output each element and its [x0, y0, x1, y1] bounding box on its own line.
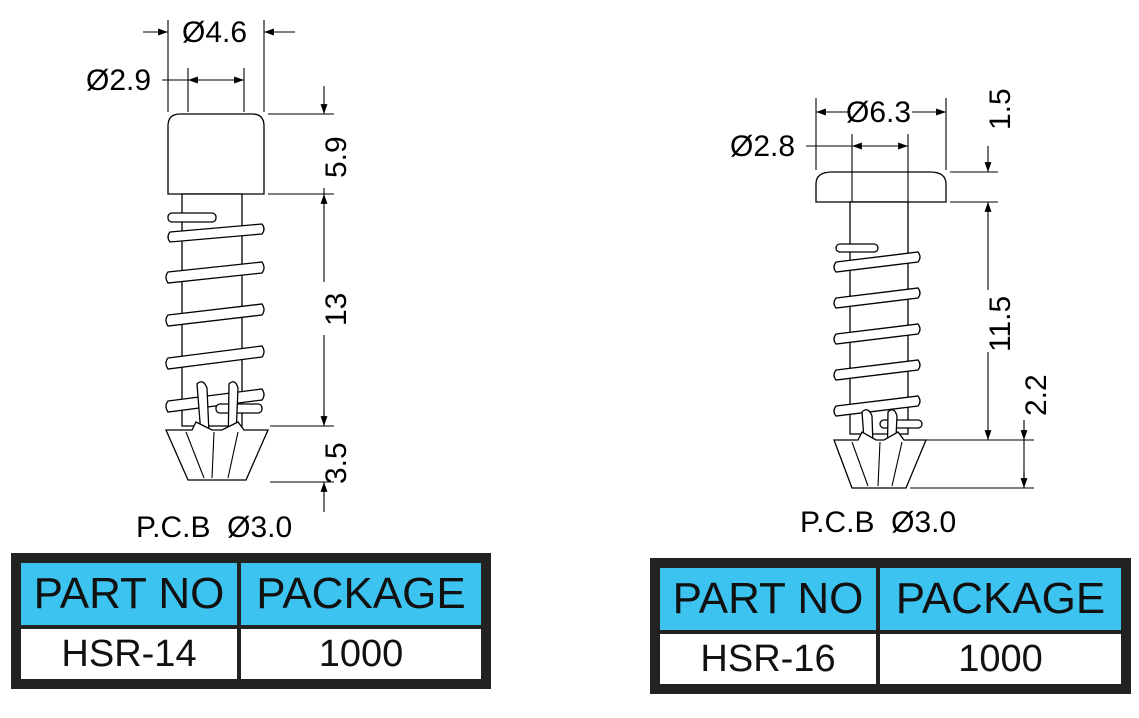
left-header-package: PACKAGE: [239, 558, 486, 629]
left-spring: [165, 212, 265, 414]
right-header-part-no: PART NO: [655, 563, 880, 634]
left-dimension-lines: [143, 20, 334, 512]
left-pcb-label: P.C.B Ø3.0: [136, 511, 292, 544]
left-cell-package: 1000: [239, 627, 486, 684]
right-cell-package: 1000: [878, 632, 1126, 689]
right-dimension-lines: [806, 98, 1034, 489]
left-head: [167, 113, 265, 195]
right-dim-body-len: 11.5: [984, 296, 1017, 352]
left-dim-body-len: 13: [320, 293, 353, 326]
right-tip: [833, 431, 927, 489]
left-part-drawing: Ø4.6 Ø2.9 5.9 13 3.5 P.C.B Ø3.0: [86, 16, 353, 544]
right-dim-tip-len: 2.2: [1020, 374, 1053, 416]
right-spring: [833, 243, 923, 429]
left-cell-part-no: HSR-14: [16, 627, 241, 684]
right-part-drawing: Ø6.3 Ø2.8 1.5 11.5 2.2 P.C.B Ø3.0: [730, 88, 1053, 539]
left-dim-head-id: Ø2.9: [86, 64, 151, 97]
right-shaft: [849, 201, 909, 435]
right-dim-head-h: 1.5: [984, 88, 1017, 130]
left-tip: [165, 421, 269, 481]
left-dim-head-h: 5.9: [320, 136, 353, 178]
left-dim-tip-len: 3.5: [320, 442, 353, 484]
right-dim-head-id: Ø2.8: [730, 130, 795, 163]
right-spec-table: PART NO PACKAGE HSR-16 1000: [650, 558, 1131, 694]
left-dim-head-od: Ø4.6: [182, 16, 247, 49]
right-pcb-label: P.C.B Ø3.0: [800, 506, 956, 539]
left-header-part-no: PART NO: [16, 558, 241, 629]
left-spec-table: PART NO PACKAGE HSR-14 1000: [11, 553, 491, 689]
right-head: [815, 171, 947, 203]
right-cell-part-no: HSR-16: [655, 632, 880, 689]
right-header-package: PACKAGE: [878, 563, 1126, 634]
right-dim-head-od: Ø6.3: [846, 96, 911, 129]
